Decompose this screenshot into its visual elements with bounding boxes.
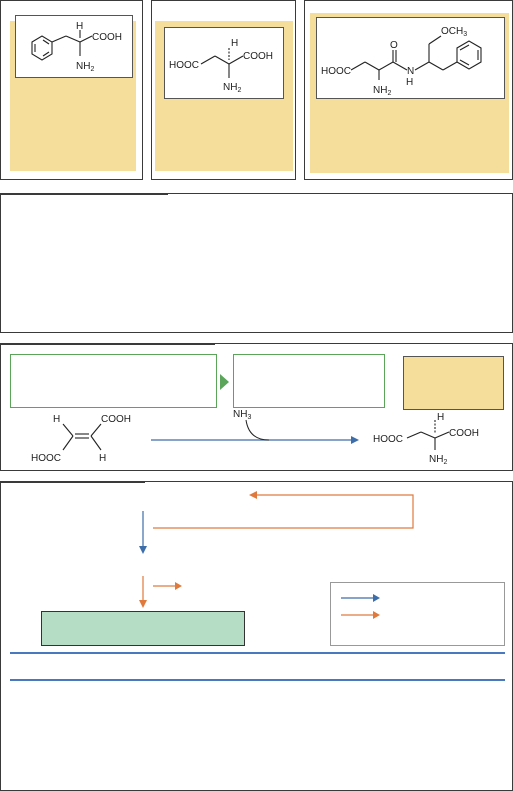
product-box — [41, 611, 245, 646]
structure-box: H COOH NH2 — [15, 15, 133, 78]
arrow-head-icon — [351, 436, 359, 444]
arrow-head-icon — [175, 582, 182, 590]
arrow-head-icon — [139, 546, 147, 554]
structure-box: HOOC H COOH NH2 — [164, 27, 284, 99]
structure-box: HOOC O N H NH2 OCH3 — [316, 17, 505, 99]
step-box-2 — [233, 354, 385, 408]
reagent-curve — [245, 419, 270, 441]
hooc-label: HOOC — [169, 60, 199, 71]
o-label: O — [390, 40, 398, 51]
arrow-head-icon — [373, 594, 380, 602]
n-label: N — [407, 66, 414, 77]
phenylalanine-structure: H COOH NH2 — [31, 21, 122, 73]
legend-box — [330, 582, 505, 646]
step-box-1 — [10, 354, 217, 408]
h-label: H — [231, 38, 238, 49]
process-panel — [0, 481, 513, 791]
h-label: H — [406, 77, 413, 88]
cooh-label: COOH — [449, 428, 479, 439]
h-label: H — [76, 21, 83, 32]
empty-text-panel — [0, 193, 513, 333]
och3-label: OCH3 — [441, 26, 467, 38]
legend-swatches — [341, 594, 380, 619]
arrow-head-icon — [139, 600, 147, 608]
nh2-label: NH2 — [223, 82, 241, 94]
arrow-head-icon — [249, 491, 257, 499]
nh2-label: NH2 — [373, 85, 391, 97]
cooh-label: COOH — [92, 32, 122, 43]
flow-arrows — [139, 491, 414, 608]
result-box — [403, 356, 504, 410]
step-arrow-icon — [220, 374, 229, 390]
divider-rule-1 — [10, 652, 505, 654]
recycle-line — [153, 494, 414, 529]
reaction-panel: H COOH HOOC H NH3 HOOC H COOH NH2 — [0, 343, 513, 471]
h-label: H — [53, 414, 60, 425]
panel-heading-tab — [0, 193, 168, 195]
arrow-head-icon — [373, 611, 380, 619]
panel-aspartic-acid: HOOC H COOH NH2 — [151, 0, 296, 180]
nh3-label: NH3 — [233, 409, 251, 421]
nh2-label: NH2 — [76, 61, 94, 73]
aspartame-structure: HOOC O N H NH2 OCH3 — [321, 26, 482, 97]
cooh-label: COOH — [243, 51, 273, 62]
hooc-label: HOOC — [373, 434, 403, 445]
divider-rule-2 — [10, 679, 505, 681]
nh2-label: NH2 — [429, 454, 447, 466]
h-label: H — [99, 453, 106, 464]
hooc-label: HOOC — [31, 453, 61, 464]
reaction-scheme: H COOH HOOC H NH3 HOOC H COOH NH2 — [31, 409, 479, 466]
panel-phenylalanine: H COOH NH2 — [0, 0, 143, 180]
panel-heading-tab — [0, 481, 145, 483]
cooh-label: COOH — [101, 414, 131, 425]
h-label: H — [437, 412, 444, 423]
aspartic-acid-structure: HOOC H COOH NH2 — [169, 38, 273, 94]
hooc-label: HOOC — [321, 66, 351, 77]
panel-aspartame: HOOC O N H NH2 OCH3 — [304, 0, 513, 180]
panel-heading-tab — [0, 343, 215, 345]
